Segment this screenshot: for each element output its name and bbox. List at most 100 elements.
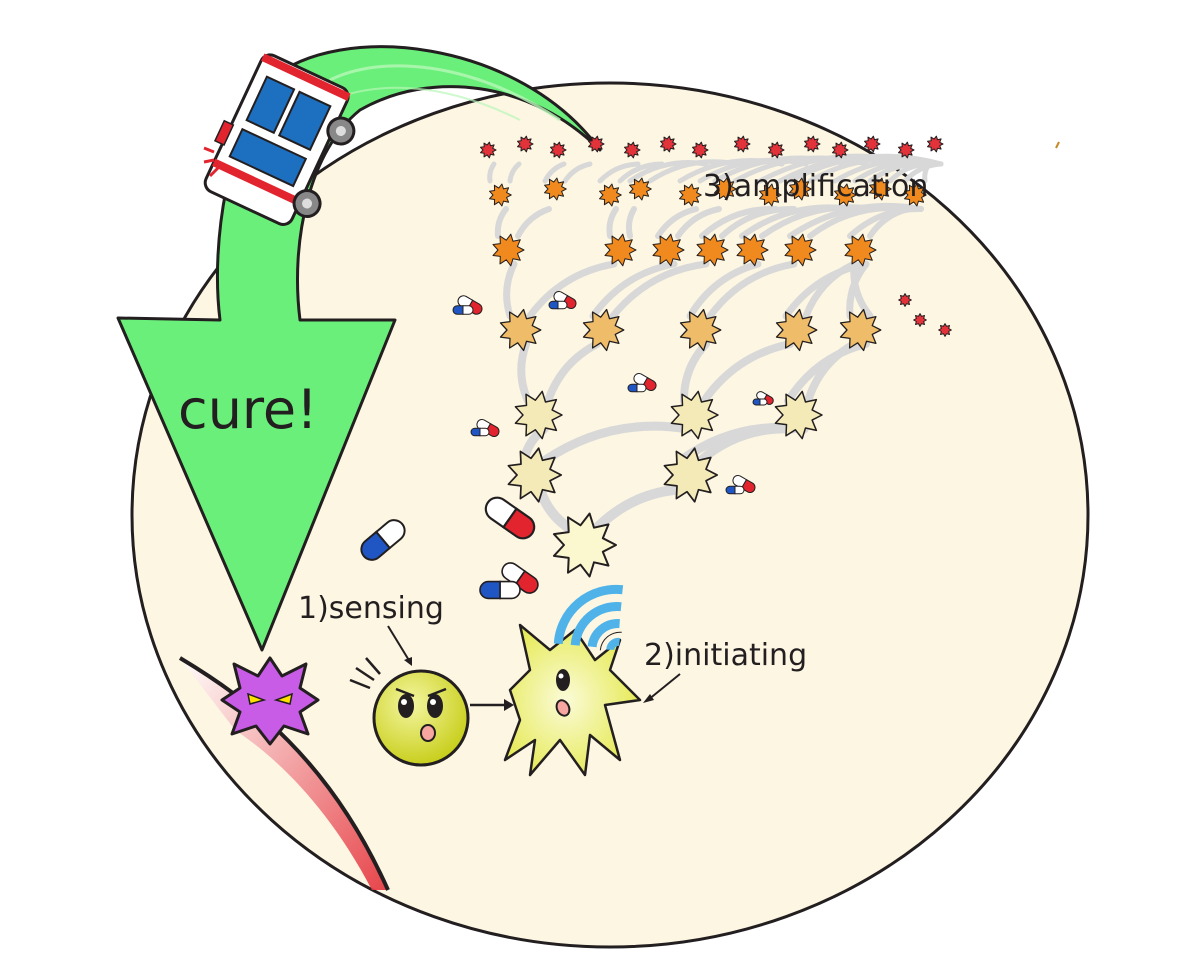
- cascade-arrow: [597, 161, 641, 184]
- immune-cell-icon: [768, 141, 785, 159]
- immune-cell-icon: [679, 183, 702, 207]
- cascade-arrow: [867, 206, 912, 239]
- immune-cell-icon: [599, 183, 622, 207]
- immune-cell-icon: [898, 293, 912, 307]
- cascade-arrow: [625, 206, 637, 239]
- capsule-icon: [452, 305, 474, 315]
- capsule-icon: [752, 398, 768, 406]
- immune-cell-icon: [904, 183, 927, 207]
- immune-cell-icon: [774, 390, 823, 440]
- amplification-cascade: [480, 135, 952, 578]
- immune-cell-icon: [517, 135, 534, 153]
- cascade-arrow: [487, 161, 497, 184]
- cascade-arrow: [887, 161, 932, 184]
- cascade-arrow: [503, 260, 518, 320]
- cascade-arrow: [922, 161, 932, 184]
- cascade-arrow: [675, 206, 722, 239]
- capsule-icon: [501, 562, 539, 594]
- immune-cell-icon: [588, 135, 605, 153]
- cascade-arrow: [606, 206, 619, 239]
- cascade-arrow: [542, 161, 567, 184]
- capsule-icon: [627, 383, 647, 393]
- wound-region: [178, 656, 390, 891]
- immune-cell-icon: [864, 135, 881, 153]
- capsule-icon: [470, 427, 490, 437]
- cascade-arrow: [507, 161, 522, 184]
- cascade-arrow: [526, 260, 618, 320]
- immune-cell-icon: [784, 233, 817, 267]
- immune-cell-icon: [480, 141, 497, 159]
- capsule-icon: [548, 300, 568, 310]
- cascade-arrow: [706, 260, 798, 320]
- immune-cell-icon: [869, 177, 892, 201]
- immune-cell-icon: [660, 135, 677, 153]
- cascade-arrow: [655, 206, 699, 239]
- pathogen-icon: [220, 656, 320, 746]
- cascade-arrow: [902, 161, 944, 184]
- amplification-label: 3)amplification: [703, 169, 928, 204]
- immune-cell-icon: [624, 141, 641, 159]
- immune-cell-icon: [804, 135, 821, 153]
- capsule-icon: [484, 496, 536, 540]
- immune-cell-icon: [736, 233, 769, 267]
- cascade-arrow: [617, 161, 665, 184]
- sensing-label: 1)sensing: [298, 591, 444, 626]
- immune-cell-icon: [734, 135, 751, 153]
- signal-icon: [553, 584, 624, 651]
- alert-lines: [349, 657, 381, 690]
- initiating-pointer: [643, 673, 681, 703]
- sensing-pointer: [387, 625, 412, 666]
- capsule-icon: [725, 485, 745, 495]
- cure-label: cure!: [178, 378, 318, 441]
- capsule-icon: [732, 475, 756, 493]
- capsule-icon: [360, 519, 406, 561]
- cascade-arrow: [802, 260, 858, 320]
- cascade-arrow: [695, 424, 797, 466]
- immune-cell-icon: [604, 233, 637, 267]
- immune-cell-icon: [714, 177, 737, 201]
- cascade-arrow: [539, 421, 693, 466]
- immune-cell-icon: [913, 313, 927, 327]
- initiating-label: 2)initiating: [644, 638, 807, 673]
- immune-cell-icon: [663, 447, 719, 503]
- cascade-arrow: [515, 206, 552, 239]
- cascade-arrow: [589, 260, 678, 320]
- immune-cell-icon: [898, 141, 915, 159]
- immune-cell-icon: [514, 390, 563, 440]
- capsule-icon: [479, 580, 521, 600]
- ambulance-siren-icon: [203, 146, 220, 178]
- immune-cell-icon: [692, 141, 709, 159]
- cascade-arrow: [544, 340, 601, 405]
- cascade-arrow: [686, 260, 762, 320]
- immune-cell-icon: [550, 141, 567, 159]
- immune-cell-icon: [844, 233, 877, 267]
- cascade-arrow: [609, 260, 710, 320]
- immune-cell-icon: [759, 183, 782, 207]
- capsules: [360, 291, 774, 600]
- cascade-arrow: [494, 206, 509, 239]
- immune-cell-icon: [696, 233, 729, 267]
- immune-cell-icon: [544, 177, 567, 201]
- immune-cell-icon: [582, 308, 625, 352]
- cascade-arrow: [719, 205, 797, 239]
- immune-cell-icon: [839, 308, 882, 352]
- immune-cell-icon: [499, 308, 542, 352]
- immune-cell-icon: [552, 512, 617, 578]
- cascade-arrow: [850, 260, 874, 320]
- cascade-arrow: [804, 340, 858, 405]
- immune-cell-icon: [834, 183, 857, 207]
- immune-cell-icon: [832, 141, 849, 159]
- capsule-icon: [633, 373, 657, 391]
- cascade-arrow: [562, 161, 593, 184]
- immune-cell-icon: [492, 233, 525, 267]
- immune-cell-icon: [938, 323, 952, 337]
- immune-cell-icon: [789, 177, 812, 201]
- activation-arrow: [470, 699, 514, 711]
- cascade-arrow: [847, 205, 924, 239]
- immune-cell-icon: [927, 135, 944, 153]
- immune-cell-icon: [679, 308, 722, 352]
- immune-cell-icon: [775, 308, 818, 352]
- initiating-cell-icon: [503, 623, 642, 777]
